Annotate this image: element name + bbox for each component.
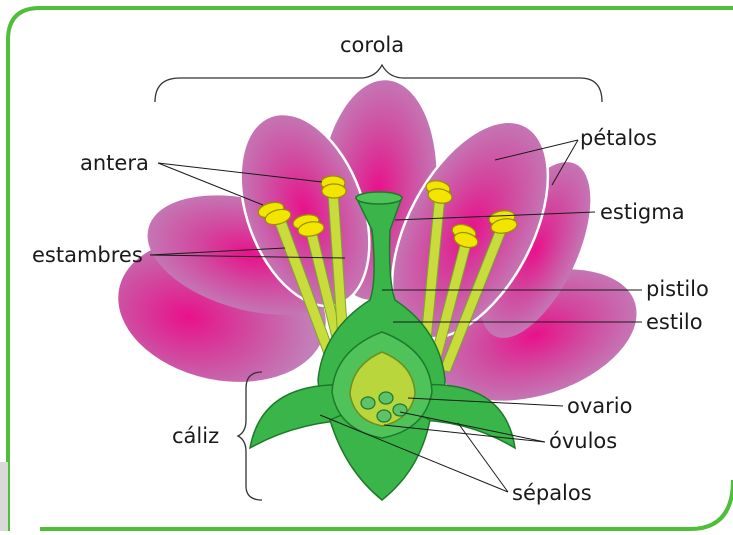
label-estilo: estilo — [646, 310, 703, 334]
label-petalos: pétalos — [580, 126, 657, 150]
label-ovulos: óvulos — [549, 429, 617, 453]
label-estambres: estambres — [32, 243, 143, 267]
label-estigma: estigma — [600, 200, 685, 224]
ovule-1 — [361, 397, 375, 409]
ovule-3 — [377, 410, 391, 422]
ovule-2 — [379, 392, 393, 404]
label-ovario: ovario — [567, 394, 632, 418]
label-pistilo: pistilo — [646, 277, 709, 301]
frame-gray-tab — [0, 462, 8, 531]
label-antera: antera — [80, 151, 149, 175]
label-sepalos: sépalos — [512, 481, 592, 505]
label-caliz: cáliz — [172, 424, 219, 448]
anther-3 — [321, 176, 346, 198]
label-corola: corola — [340, 33, 404, 57]
ovule-4 — [393, 404, 407, 416]
stigma-top — [356, 192, 402, 204]
